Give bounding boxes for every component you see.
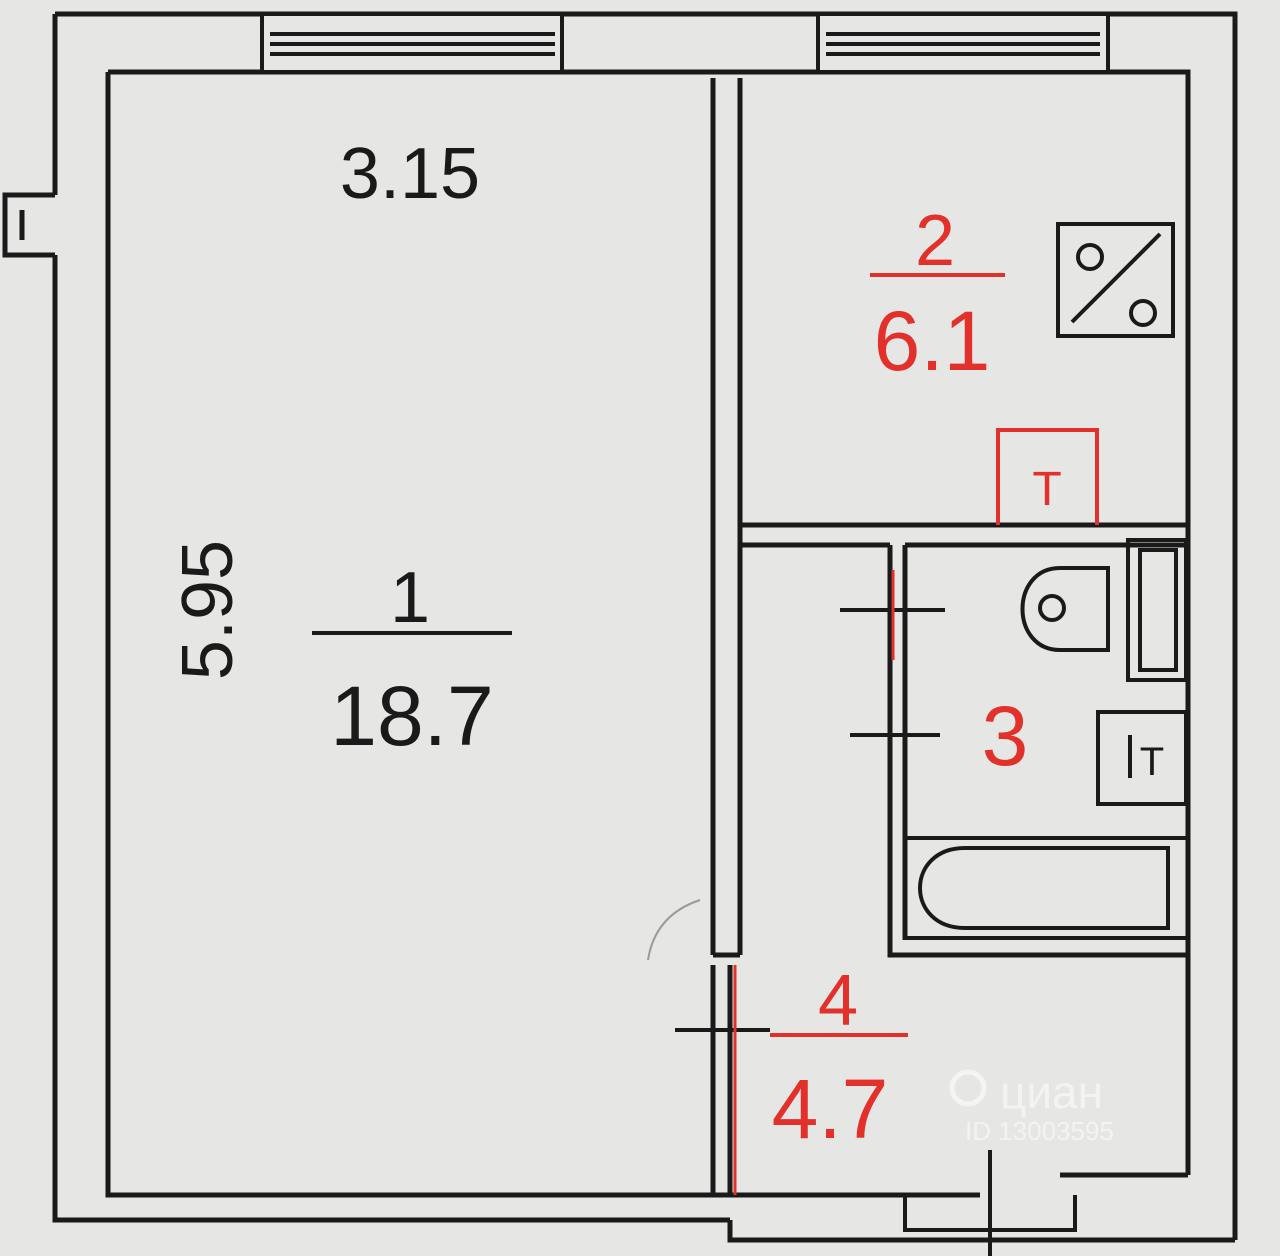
riser-mark-kitchen: Т (1032, 463, 1061, 516)
riser-box (996, 428, 1099, 525)
toilet-icon (1020, 538, 1188, 682)
stove-icon (1056, 222, 1175, 338)
door-marks-red (733, 570, 895, 1195)
room-2-number: 2 (915, 201, 955, 281)
room-4-area: 4.7 (772, 1062, 889, 1156)
window-right (816, 12, 1110, 74)
room-1-number: 1 (390, 558, 430, 638)
bathtub-icon (903, 836, 1190, 940)
length-dimension: 5.95 (168, 540, 248, 680)
watermark-id: ID 13003595 (965, 1116, 1114, 1146)
entry-door-frame (903, 1150, 1077, 1256)
watermark: циан ID 13003595 (949, 1066, 1114, 1146)
watermark-logo-icon (949, 1069, 987, 1107)
sink-icon (1096, 710, 1188, 806)
window-left (260, 12, 564, 74)
riser-mark-bath: Т (1140, 740, 1164, 784)
room-2-area: 6.1 (874, 294, 991, 388)
watermark-brand: циан (1000, 1066, 1103, 1118)
room-1-area: 18.7 (330, 669, 494, 763)
width-dimension: 3.15 (340, 134, 480, 214)
door-arc (647, 899, 701, 961)
room-4-number: 4 (818, 961, 858, 1041)
room-3-number: 3 (982, 689, 1029, 783)
